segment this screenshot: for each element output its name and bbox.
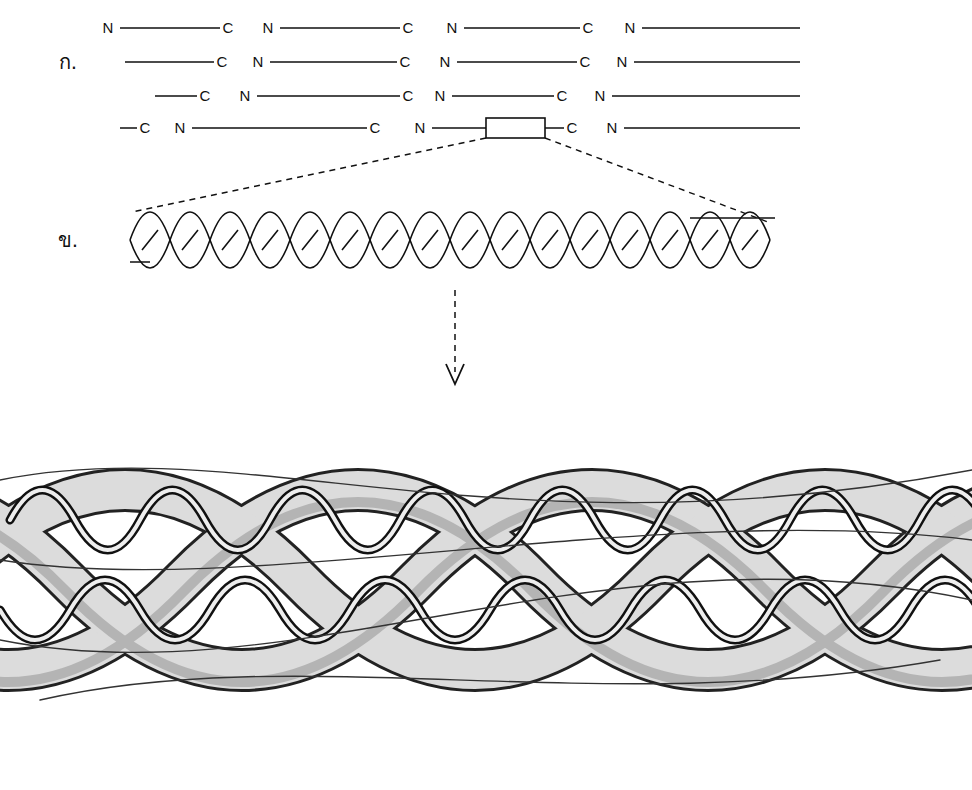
terminus-label: N — [413, 120, 428, 137]
terminus-label: C — [138, 120, 153, 137]
terminus-label: C — [398, 54, 413, 71]
terminus-label: C — [401, 88, 416, 105]
down-arrow — [446, 290, 464, 384]
terminus-label: N — [445, 20, 460, 37]
terminus-label: N — [623, 20, 638, 37]
tropocollagen-rows — [120, 28, 800, 138]
panel-label: ก. — [57, 51, 79, 73]
terminus-label: N — [261, 20, 276, 37]
terminus-label: N — [615, 54, 630, 71]
terminus-label: N — [173, 120, 188, 137]
terminus-label: C — [368, 120, 383, 137]
terminus-label: N — [251, 54, 266, 71]
panel-label: ข. — [56, 229, 80, 251]
terminus-label: N — [605, 120, 620, 137]
terminus-label: C — [581, 20, 596, 37]
terminus-label: C — [401, 20, 416, 37]
terminus-label: C — [198, 88, 213, 105]
terminus-label: C — [578, 54, 593, 71]
terminus-label: C — [221, 20, 236, 37]
terminus-label: C — [565, 120, 580, 137]
terminus-label: N — [438, 54, 453, 71]
terminus-label: N — [433, 88, 448, 105]
terminus-label: N — [593, 88, 608, 105]
triple-helix — [130, 212, 775, 268]
fibril-drawing — [0, 468, 972, 700]
terminus-label: C — [215, 54, 230, 71]
zoom-lines — [132, 138, 768, 222]
terminus-label: C — [555, 88, 570, 105]
terminus-label: N — [101, 20, 116, 37]
terminus-label: N — [238, 88, 253, 105]
